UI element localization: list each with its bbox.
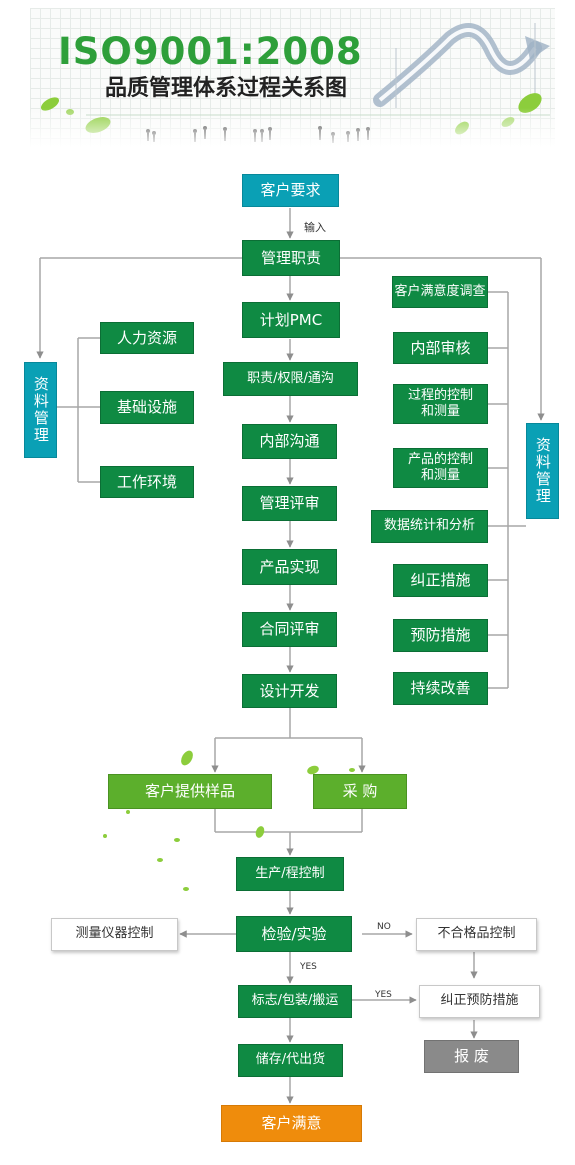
marking-box: 标志/包装/搬运 <box>238 985 352 1018</box>
no-label: NO <box>377 922 391 932</box>
production-control-box: 生产/程控制 <box>236 857 344 891</box>
human-resources-box: 人力资源 <box>100 322 194 354</box>
product-realization-box: 产品实现 <box>242 549 337 585</box>
corrective-action-box: 纠正措施 <box>393 564 488 597</box>
internal-comm-box: 内部沟通 <box>242 424 337 459</box>
banner-fade <box>30 108 555 148</box>
page-subtitle: 品质管理体系过程关系图 <box>105 76 348 101</box>
input-label: 输入 <box>304 221 326 234</box>
scrap-box: 报 废 <box>424 1040 519 1073</box>
internal-audit-box: 内部审核 <box>393 332 488 364</box>
infrastructure-box: 基础设施 <box>100 391 194 424</box>
duty-authority-box: 职责/权限/通沟 <box>223 362 358 396</box>
header-banner: ISO9001:2008 品质管理体系过程关系图 <box>30 8 555 148</box>
management-duty-box: 管理职责 <box>242 240 340 276</box>
plan-pmc-box: 计划PMC <box>242 302 340 338</box>
customer-satisfaction-box: 客户满意 <box>221 1105 362 1142</box>
yes-right-label: YES <box>375 990 392 1000</box>
preventive-action-box: 预防措施 <box>393 619 488 652</box>
work-environment-box: 工作环境 <box>100 466 194 498</box>
process-control-box: 过程的控制和测量 <box>393 384 488 424</box>
product-control-box: 产品的控制和测量 <box>393 448 488 488</box>
satisfaction-survey-box: 客户满意度调查 <box>392 276 488 308</box>
continuous-improvement-box: 持续改善 <box>393 672 488 705</box>
storage-box: 储存/代出货 <box>238 1044 343 1077</box>
left-records-box: 资料管理 <box>24 362 57 458</box>
yes-down-label: YES <box>300 962 317 972</box>
corrective-preventive-box: 纠正预防措施 <box>419 985 540 1018</box>
right-records-box: 资料管理 <box>526 423 559 519</box>
purchase-box: 采 购 <box>313 774 407 809</box>
design-dev-box: 设计开发 <box>242 674 337 708</box>
inspection-box: 检验/实验 <box>236 916 352 952</box>
management-review-box: 管理评审 <box>242 486 337 521</box>
page-title: ISO9001:2008 <box>58 30 363 73</box>
data-analysis-box: 数据统计和分析 <box>371 510 488 543</box>
customer-sample-box: 客户提供样品 <box>108 774 272 809</box>
nonconforming-control-box: 不合格品控制 <box>416 918 537 951</box>
customer-request-box: 客户要求 <box>242 174 339 207</box>
contract-review-box: 合同评审 <box>242 612 337 647</box>
instrument-control-box: 测量仪器控制 <box>51 918 178 951</box>
